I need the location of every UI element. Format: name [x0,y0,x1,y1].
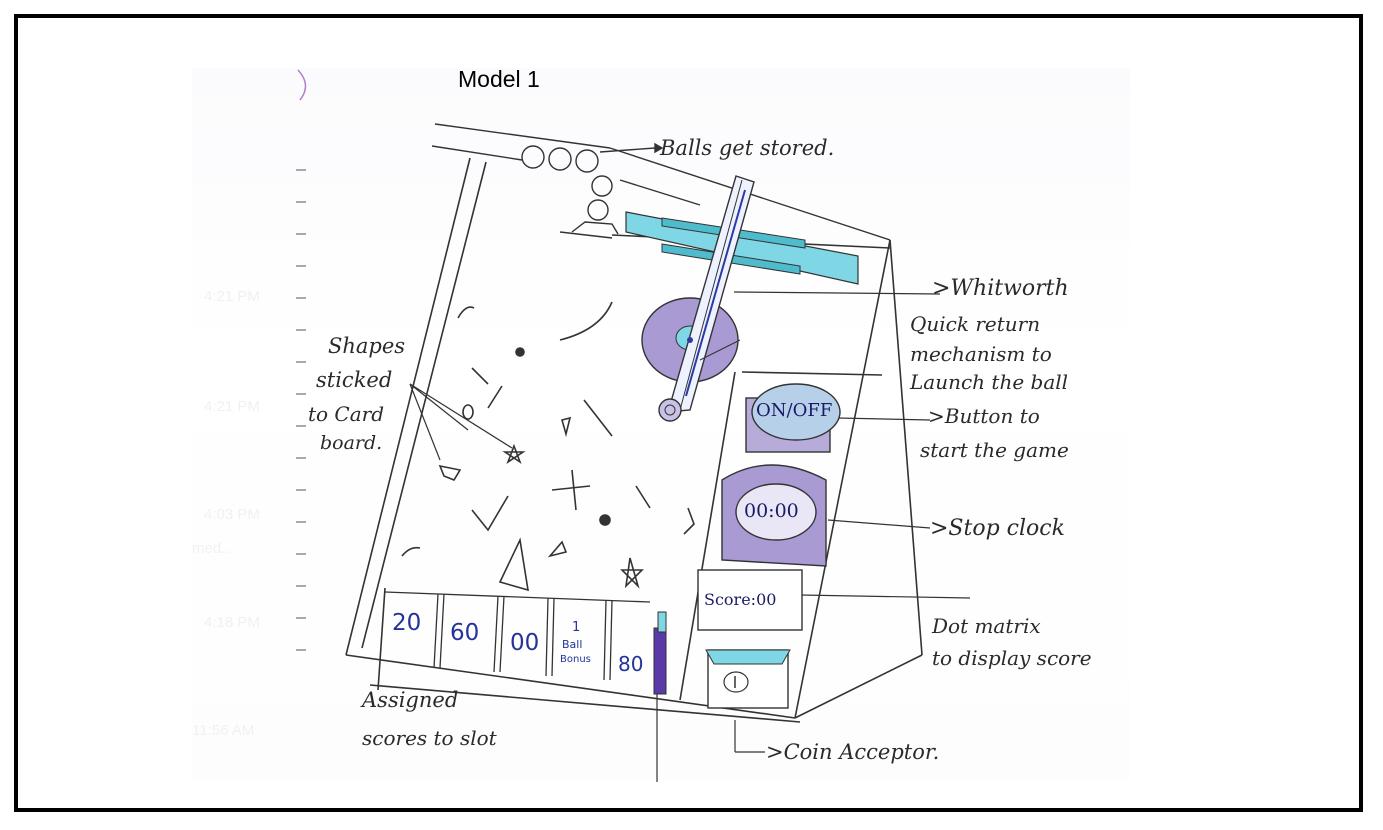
slot-score-20: 20 [392,610,421,636]
label-shapes-2: sticked [316,368,392,392]
slot-score-60: 60 [450,620,479,646]
stop-clock-display: 00:00 [744,500,799,522]
slot-bonus-ball: Ball [562,638,582,651]
label-button-1: >Button to [928,404,1040,428]
on-off-button[interactable]: ON/OFF [756,400,832,421]
slot-score-00: 00 [510,630,539,656]
label-dot-matrix-1: Dot matrix [932,614,1041,638]
label-shapes-1: Shapes [328,334,405,358]
label-button-2: start the game [920,438,1069,462]
label-dot-matrix-2: to display score [932,646,1092,670]
label-whitworth-1: >Whitworth [932,276,1069,301]
launcher-lane [654,628,666,694]
label-assigned-2: scores to slot [362,726,497,750]
label-balls-stored: Balls get stored. [660,136,834,160]
plunger [658,612,666,632]
slot-bonus-label: Bonus [560,654,591,665]
label-coin-acceptor: >Coin Acceptor. [766,740,939,764]
whitworth-mechanism [642,176,754,421]
corner-mark [298,70,306,100]
label-whitworth-3: mechanism to [910,342,1052,366]
coin-acceptor-shape [706,650,790,708]
slot-bonus-number: 1 [572,620,580,635]
label-assigned-1: Assigned [362,688,458,712]
label-shapes-4: board. [320,432,382,454]
slot-score-80: 80 [618,652,643,676]
ruler-ticks [296,170,306,650]
label-stop-clock: >Stop clock [930,516,1065,541]
score-display: Score:00 [704,590,776,609]
label-whitworth-2: Quick return [910,312,1040,336]
label-whitworth-4: Launch the ball [910,370,1068,394]
label-shapes-3: to Card [308,402,384,426]
